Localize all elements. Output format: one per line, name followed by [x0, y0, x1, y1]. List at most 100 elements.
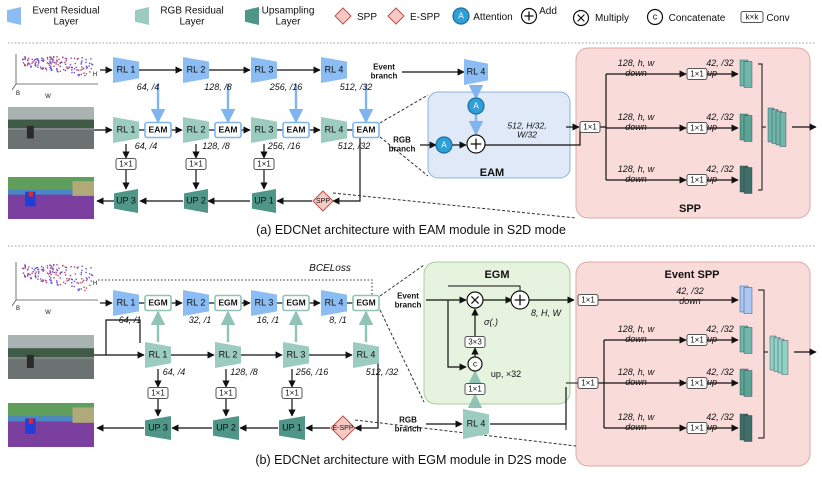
upsampling-layer	[184, 189, 208, 213]
conv-1x1	[215, 387, 237, 399]
event-input-b-dot	[82, 279, 85, 282]
axis-w-a: W	[45, 94, 51, 100]
event-layer-name: RL 3	[255, 298, 274, 308]
legend-add: Add	[539, 6, 557, 17]
event-input-b-dot	[22, 272, 25, 274]
event-input-b-dot	[77, 266, 79, 268]
event-input-a-dot	[55, 61, 57, 64]
event-input-a-dot	[50, 61, 52, 63]
event-input-b-dot	[28, 266, 30, 268]
event-input-b-dot	[37, 272, 40, 275]
spp-branch-up: up	[707, 68, 717, 78]
axis-h-a: H	[93, 72, 97, 78]
event-input-b-dot	[62, 281, 65, 283]
espp-merge-bracket	[758, 289, 768, 439]
rgb-residual-layer	[113, 117, 139, 143]
eam-module-label: EAM	[357, 125, 376, 135]
espp-legend-icon	[387, 7, 405, 25]
event-input-b-dot	[37, 275, 39, 277]
event-input-b-dot	[88, 273, 91, 275]
event-input-b-dot	[49, 264, 51, 267]
event-input-b-dot	[61, 265, 64, 267]
event-input-a-dot	[46, 56, 49, 59]
event-input-a-dot	[48, 64, 51, 66]
event-input-a-dot	[85, 65, 88, 68]
event-input-b-dot	[65, 269, 67, 271]
event-input-a-dot	[49, 67, 52, 69]
espp-module-label: E-SPP	[332, 425, 353, 432]
event-input-a-dot	[69, 63, 72, 66]
spp-feature-map	[743, 115, 753, 142]
spp-input-conv	[579, 121, 601, 133]
event-input-b-dot	[56, 283, 59, 286]
event-input-a-dot	[70, 57, 72, 59]
rgb-layer-name: RL 2	[219, 350, 238, 360]
event-residual-layer	[321, 290, 347, 316]
event-input-a-dot	[37, 59, 40, 61]
event-input-b-dot	[51, 267, 53, 270]
espp-top-conv	[577, 294, 599, 306]
egm-module	[282, 294, 310, 312]
conv-1x1	[185, 158, 207, 170]
spp-concat-map	[779, 112, 787, 147]
event-input-a-dot	[52, 58, 54, 61]
event-input-b-dot	[88, 276, 90, 279]
event-input-b-dot	[34, 275, 36, 278]
spp-branch-conv	[686, 174, 708, 186]
event-input-a-dot	[59, 62, 62, 65]
axis-b-b: B	[16, 306, 20, 312]
event-input-b-dot	[34, 272, 36, 275]
espp-feature-map	[743, 370, 753, 397]
event-input-b-dot	[86, 278, 88, 280]
espp-input-conv	[577, 377, 599, 389]
conv-1x1	[253, 158, 275, 170]
rgb-layer-name: RL 2	[187, 125, 206, 135]
event-input-a-dot	[22, 58, 25, 61]
event-input-a-dot	[61, 56, 64, 59]
rgb-layer-name: RL 3	[287, 350, 306, 360]
event-input-a-dot	[85, 58, 87, 61]
event-input-b-dot	[59, 277, 61, 279]
event-input-a-dot	[76, 58, 79, 60]
spp-branch-bus	[600, 74, 607, 180]
event-input-b-dot	[43, 269, 45, 271]
segmentation-output-b-building	[72, 407, 94, 423]
event-input-a-dot	[80, 73, 82, 76]
event-residual-layer	[251, 57, 277, 83]
rgb-input-b-trees	[8, 348, 94, 357]
event-input-b-dot	[53, 264, 55, 266]
event-input-b-dot	[35, 267, 38, 269]
event-input-a-dot	[52, 59, 54, 62]
conv-1x1	[281, 387, 303, 399]
event-input-b-dot	[59, 273, 62, 275]
espp-top-down: down	[679, 296, 701, 306]
eam-module	[352, 121, 380, 139]
spp-module	[312, 190, 334, 212]
espp-top-out: 42, /32	[676, 286, 704, 296]
event-input-a-dot	[65, 59, 67, 62]
spp-branch-conv-label: 1×1	[690, 124, 704, 133]
rgb-layer-scale: 64, /4	[135, 141, 158, 151]
eam-module-label: EAM	[287, 125, 306, 135]
event-input-a-dot	[22, 58, 24, 61]
event-input-b-dot	[40, 280, 42, 282]
event-input-b-dot	[81, 281, 84, 283]
caption-a: (a) EDCNet architecture with EAM module …	[256, 223, 566, 237]
event-input-a-dot	[45, 69, 48, 71]
espp-branch-dims: 128, h, w	[618, 324, 655, 334]
event-input-a-dot	[23, 63, 26, 66]
event-input-a-dot	[55, 63, 57, 65]
connector-arrow	[485, 127, 581, 146]
event-input-b-dot	[44, 279, 47, 282]
bce-loss-path	[98, 279, 373, 296]
up-layer-name: UP 3	[116, 196, 136, 206]
spp-branch-conv	[686, 68, 708, 80]
event-input-b-dot	[81, 265, 83, 267]
rgb-layer-scale: 256, /16	[267, 141, 301, 151]
event-input-a-dot	[90, 58, 92, 60]
event-input-a-dot	[36, 58, 39, 60]
event-input-a-dot	[85, 67, 88, 70]
event-layer-scale: 512, /32	[340, 82, 373, 92]
egm-conv-3x3	[464, 336, 486, 348]
